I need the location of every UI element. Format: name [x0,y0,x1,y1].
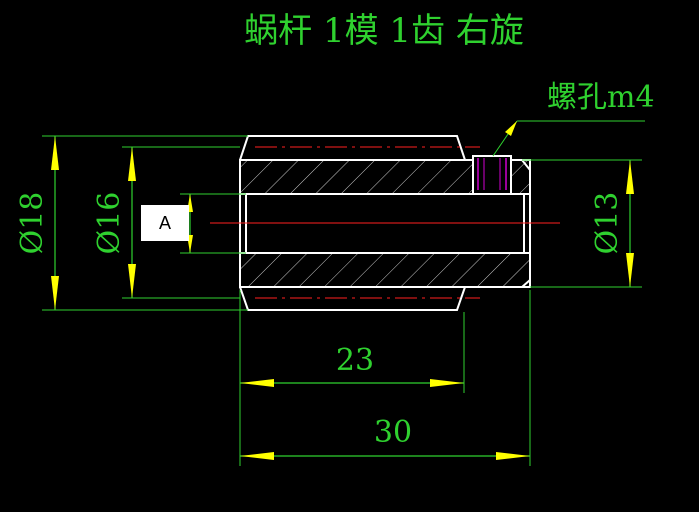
arrow-23-left [240,379,274,387]
dim-pitch-diameter: Ø16 [92,192,127,255]
dim-length-partial: 23 [336,343,374,378]
arrow-o18-bottom [51,276,59,310]
dim-outer-diameter: Ø18 [15,192,50,255]
arrow-leader [505,121,517,136]
dim-bore-diameter: Ø13 [590,192,625,255]
arrow-o13-top [626,160,634,194]
arrow-o18-top [51,136,59,170]
arrow-o16-bottom [128,264,136,298]
arrow-o13-bottom [626,253,634,287]
arrow-30-right [496,452,530,460]
arrow-o16-top [128,147,136,181]
dimension-arrows [51,121,634,460]
label-box-a: A [141,205,189,241]
arrow-23-right [430,379,464,387]
extension-lines [42,120,645,466]
thread-hole-annotation: 螺孔m4 [547,80,655,115]
arrow-30-left [240,452,274,460]
drawing-title: 蜗杆 1模 1齿 右旋 [244,11,524,51]
dim-length-total: 30 [374,415,412,450]
threaded-hole [472,155,512,195]
lower-section-hatch [239,252,531,288]
part-outline [239,135,531,311]
centerlines [210,146,560,299]
